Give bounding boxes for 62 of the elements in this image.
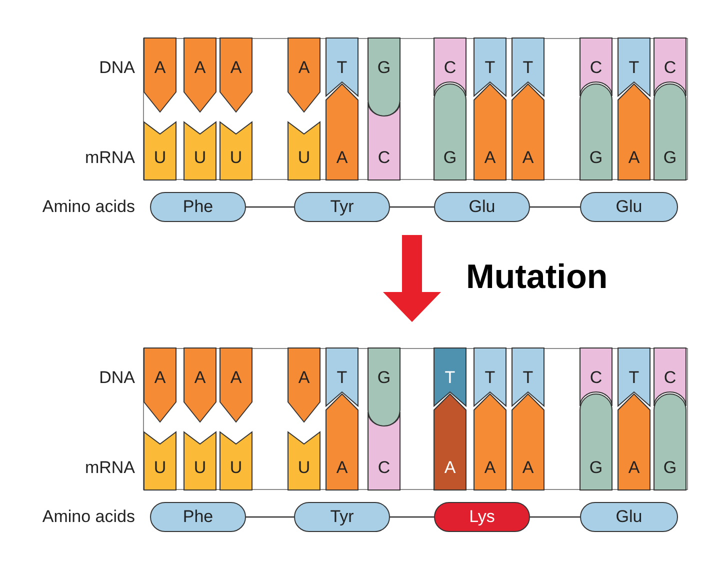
mrna-base: U [184,122,216,180]
dna-base: C [654,348,686,406]
dna-base: C [654,38,686,96]
block-arrow [383,235,441,322]
dna-base: A [144,348,176,422]
dna-base: T [434,348,466,406]
dna-base: C [434,38,466,96]
dna-base: G [368,38,400,116]
dna-base: A [288,348,320,422]
connector-line [390,516,434,518]
mrna-base: U [220,432,252,490]
dna-base: A [144,38,176,112]
strand-frame [143,38,688,180]
row-label: Amino acids [42,507,135,527]
mrna-base: A [474,394,506,490]
connector-line [530,516,580,518]
mrna-base: G [580,84,612,180]
mrna-base: U [288,122,320,180]
row-label: mRNA [84,148,135,168]
mrna-base: A [326,84,358,180]
mrna-base: A [618,84,650,180]
mrna-base: G [580,394,612,490]
dna-base: G [368,348,400,426]
dna-base: A [288,38,320,112]
mrna-base: A [434,394,466,490]
mrna-base: A [326,394,358,490]
connector-line [246,206,294,208]
dna-base: A [184,348,216,422]
row-label: DNA [99,368,135,388]
mutation-heading: Mutation [466,258,608,297]
mrna-base: G [654,394,686,490]
mrna-base: U [220,122,252,180]
dna-base: C [580,38,612,96]
dna-base: T [512,38,544,96]
dna-base: T [512,348,544,406]
dna-base: A [220,348,252,422]
dna-base: A [220,38,252,112]
connector-line [246,516,294,518]
mrna-base: U [288,432,320,490]
dna-base: T [618,348,650,406]
dna-base: T [326,348,358,406]
dna-base: T [618,38,650,96]
dna-base: T [474,38,506,96]
mrna-base: G [654,84,686,180]
mrna-base: A [474,84,506,180]
row-label: mRNA [84,458,135,478]
dna-base: T [326,38,358,96]
dna-base: A [184,38,216,112]
mrna-base: U [144,432,176,490]
mrna-base: G [434,84,466,180]
connector-line [390,206,434,208]
mrna-base: U [144,122,176,180]
dna-base: C [580,348,612,406]
row-label: DNA [99,58,135,78]
connector-line [530,206,580,208]
strand-frame [143,348,688,490]
mrna-base: A [618,394,650,490]
mrna-base: U [184,432,216,490]
row-label: Amino acids [42,197,135,217]
mrna-base: A [512,84,544,180]
dna-base: T [474,348,506,406]
mrna-base: A [512,394,544,490]
